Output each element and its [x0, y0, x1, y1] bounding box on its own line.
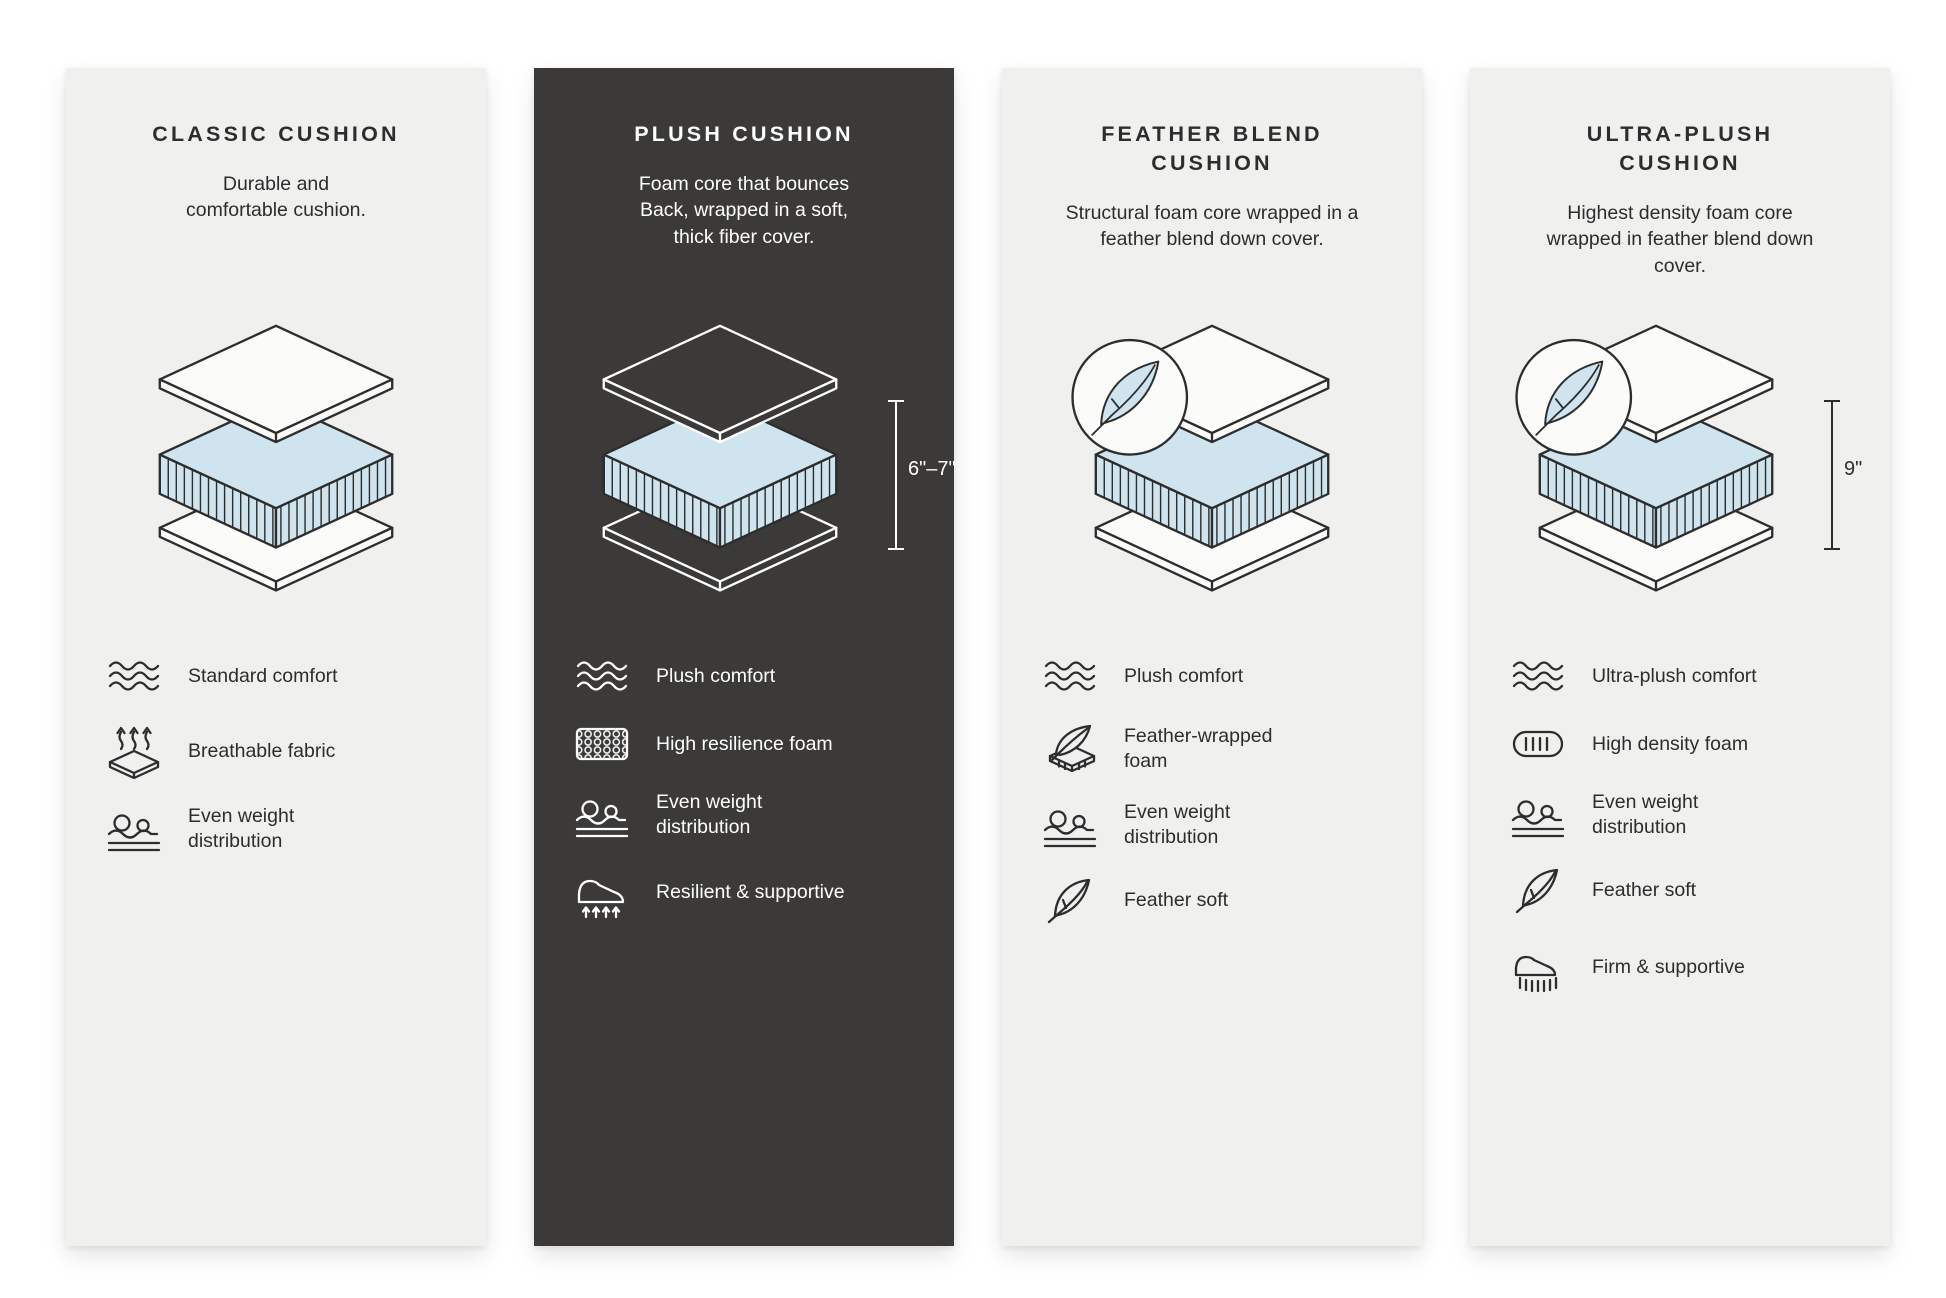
feature-label: Even weight distribution [656, 791, 763, 838]
feature-label: Feather soft [1124, 888, 1229, 911]
layered-cushion-illustration [158, 324, 394, 592]
card-description: Structural foam core wrapped in a feathe… [1065, 202, 1359, 251]
feature-item: Feather-wrapped foam [1040, 722, 1384, 776]
card-header: CLASSIC CUSHION Durable and comfortable … [152, 120, 399, 306]
feature-label: Plush comfort [1124, 664, 1244, 687]
feather-badge [1515, 338, 1633, 456]
card-title: ULTRA-PLUSH CUSHION [1586, 122, 1774, 176]
feature-label: Breathable fabric [188, 739, 336, 762]
card-title: PLUSH CUSHION [634, 122, 854, 146]
cushion-comparison-board: CLASSIC CUSHION Durable and comfortable … [66, 68, 1890, 1246]
feature-item: High resilience foam [572, 722, 916, 766]
feature-item: Resilient & supportive [572, 864, 916, 920]
feature-label: High density foam [1592, 732, 1749, 755]
high-density-foam-icon [1508, 722, 1568, 766]
card-title: FEATHER BLEND CUSHION [1101, 122, 1323, 176]
feature-label: Even weight distribution [1124, 801, 1231, 848]
feature-item: High density foam [1508, 722, 1852, 766]
feature-label: Resilient & supportive [656, 880, 845, 903]
feature-item: Even weight distribution [104, 804, 448, 854]
resilient-icon [572, 864, 632, 920]
card-header: PLUSH CUSHION Foam core that bounces Bac… [618, 120, 870, 306]
feature-list: Plush comfort High resilience foam [572, 654, 916, 920]
feature-item: Breathable fabric [104, 722, 448, 780]
feature-item: Ultra-plush comfort [1508, 654, 1852, 698]
feather-icon [1508, 864, 1568, 916]
feature-item: Standard comfort [104, 654, 448, 698]
feature-label: Feather soft [1592, 878, 1697, 901]
cushion-layers-diagram: 9" [1508, 306, 1862, 628]
weight-distribution-icon [1040, 800, 1100, 850]
feature-item: Plush comfort [1040, 654, 1384, 698]
card-description: Highest density foam core wrapped in fea… [1546, 202, 1814, 277]
height-measurement: 9" [1844, 458, 1863, 480]
feature-item: Even weight distribution [1508, 790, 1852, 840]
feather-badge [1071, 338, 1189, 456]
height-measure-line [888, 400, 904, 550]
firm-supportive-icon [1508, 940, 1568, 994]
card-classic-cushion: CLASSIC CUSHION Durable and comfortable … [66, 68, 486, 1246]
waves-icon [1040, 654, 1100, 698]
layered-cushion-illustration [1515, 324, 1774, 592]
weight-distribution-icon [104, 804, 164, 854]
card-ultra-plush-cushion: ULTRA-PLUSH CUSHION Highest density foam… [1470, 68, 1890, 1246]
feature-label: Plush comfort [656, 664, 776, 687]
card-plush-cushion: PLUSH CUSHION Foam core that bounces Bac… [534, 68, 956, 1246]
feature-label: Firm & supportive [1592, 955, 1745, 978]
card-header: ULTRA-PLUSH CUSHION Highest density foam… [1530, 120, 1830, 306]
layered-cushion-illustration [602, 324, 838, 592]
weight-distribution-icon [1508, 790, 1568, 840]
layered-cushion-illustration [1071, 324, 1330, 592]
cushion-layers-diagram: 6"–7" [572, 306, 956, 628]
feature-item: Even weight distribution [572, 790, 916, 840]
waves-icon [572, 654, 632, 698]
cushion-layers-diagram [104, 306, 448, 628]
feature-label: Standard comfort [188, 664, 338, 687]
feature-list: Ultra-plush comfort High density foam [1508, 654, 1852, 994]
feature-label: Ultra-plush comfort [1592, 664, 1757, 687]
foam-honeycomb-icon [572, 722, 632, 766]
card-description: Foam core that bounces Back, wrapped in … [638, 173, 850, 248]
feather-foam-icon [1040, 722, 1100, 776]
feature-item: Feather soft [1040, 874, 1384, 926]
weight-distribution-icon [572, 790, 632, 840]
feature-label: High resilience foam [656, 732, 833, 755]
breathable-icon [104, 722, 164, 780]
waves-icon [1508, 654, 1568, 698]
feature-label: Feather-wrapped foam [1124, 725, 1273, 772]
feature-item: Plush comfort [572, 654, 916, 698]
cushion-layers-diagram [1040, 306, 1384, 628]
height-measurement: 6"–7" [908, 458, 956, 480]
height-measure-line [1824, 400, 1840, 550]
card-description: Durable and comfortable cushion. [186, 173, 366, 222]
feature-list: Standard comfort Breathable fabric [104, 654, 448, 854]
feature-item: Feather soft [1508, 864, 1852, 916]
card-header: FEATHER BLEND CUSHION Structural foam co… [1053, 120, 1371, 306]
card-title: CLASSIC CUSHION [152, 122, 400, 146]
card-feather-blend-cushion: FEATHER BLEND CUSHION Structural foam co… [1002, 68, 1422, 1246]
feather-icon [1040, 874, 1100, 926]
feature-label: Even weight distribution [1592, 791, 1699, 838]
feature-item: Firm & supportive [1508, 940, 1852, 994]
feature-list: Plush comfort Feather-wrapped foam [1040, 654, 1384, 926]
waves-icon [104, 654, 164, 698]
feature-item: Even weight distribution [1040, 800, 1384, 850]
feature-label: Even weight distribution [188, 805, 295, 852]
